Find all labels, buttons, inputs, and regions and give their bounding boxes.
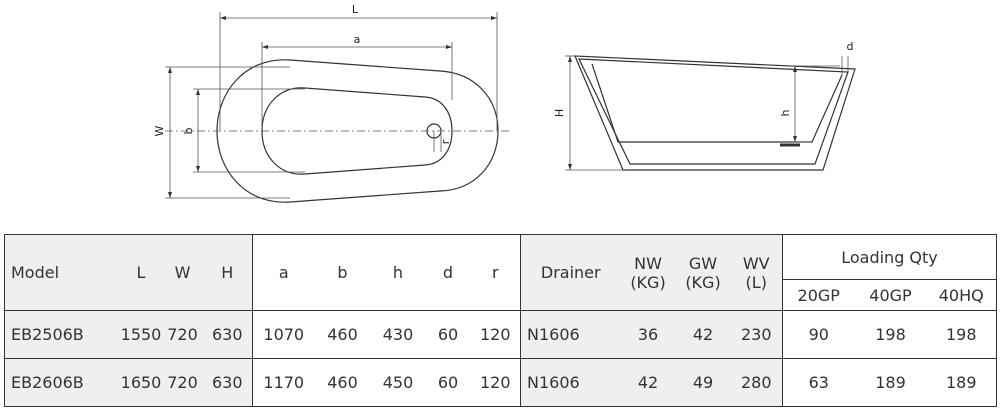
side-view-drawing (574, 55, 856, 171)
header-subrow: 20GP 40GP 40HQ (5, 279, 997, 311)
header-loading-qty: Loading Qty (782, 234, 997, 280)
cell-h: 450 (370, 358, 426, 407)
cell-gw: 49 (675, 358, 731, 407)
header-gw-unit: (KG) (685, 272, 721, 292)
header-wv: WV (L) (730, 234, 783, 311)
cell-nw: 42 (620, 358, 676, 407)
inner-basin-outline (261, 87, 453, 175)
header-drainer: Drainer (520, 234, 621, 311)
header-nw-label: NW (634, 253, 662, 273)
cell-W: 720 (162, 358, 203, 407)
specification-table: Model L W H a b h d r Drainer NW (KG) GW… (4, 234, 997, 407)
header-a: a (252, 234, 315, 311)
dim-label-h: h (779, 109, 792, 116)
cell-d: 60 (425, 358, 471, 407)
header-h: h (370, 234, 426, 311)
cell-h: 430 (370, 310, 426, 359)
cell-a: 1070 (252, 310, 315, 359)
cell-b: 460 (314, 310, 371, 359)
cell-drainer: N1606 (520, 310, 621, 359)
header-b: b (314, 234, 371, 311)
cell-40hq: 189 (926, 358, 997, 407)
cell-20gp: 63 (782, 358, 855, 407)
cell-L: 1650 (119, 358, 163, 407)
table-row: EB2506B 1550 720 630 1070 460 430 60 120… (4, 310, 997, 359)
cell-a: 1170 (252, 358, 315, 407)
dim-label-d: d (847, 40, 854, 53)
cell-L: 1550 (119, 310, 163, 359)
dim-label-r: r (439, 139, 452, 144)
cell-wv: 230 (730, 310, 783, 359)
header-40hq: 40HQ (926, 279, 997, 311)
dim-label-W: W (153, 125, 166, 136)
outer-rim-outline (216, 59, 499, 203)
cell-40hq: 198 (926, 310, 997, 359)
header-wv-unit: (L) (745, 272, 767, 292)
header-H: H (202, 234, 253, 311)
side-view-dimensions (565, 55, 849, 171)
header-row: Model L W H a b h d r Drainer NW (KG) GW… (4, 234, 997, 311)
cell-H: 630 (202, 358, 253, 407)
cell-model: EB2506B (4, 310, 120, 359)
outer-shell-outline (574, 55, 856, 171)
header-r: r (470, 234, 521, 311)
dim-label-a: a (354, 33, 361, 46)
cell-wv: 280 (730, 358, 783, 407)
header-d: d (425, 234, 471, 311)
basin-bottom-line (591, 63, 843, 143)
top-view-arrows (168, 16, 497, 198)
cell-40gp: 189 (854, 358, 927, 407)
cell-40gp: 198 (854, 310, 927, 359)
header-model: Model (4, 234, 120, 311)
header-L: L (119, 234, 163, 311)
cell-model: EB2606B (4, 358, 120, 407)
header-W: W (162, 234, 203, 311)
inner-shell-outline (578, 58, 849, 165)
cell-drainer: N1606 (520, 358, 621, 407)
dim-label-H: H (553, 109, 566, 117)
dim-label-L: L (352, 3, 359, 16)
header-gw: GW (KG) (675, 234, 731, 311)
header-nw: NW (KG) (620, 234, 676, 311)
header-20gp: 20GP (782, 279, 855, 311)
cell-gw: 42 (675, 310, 731, 359)
cell-b: 460 (314, 358, 371, 407)
cell-r: 120 (470, 358, 521, 407)
top-view-dimensions (165, 12, 510, 199)
side-view-arrows (568, 56, 797, 170)
cell-H: 630 (202, 310, 253, 359)
cell-W: 720 (162, 310, 203, 359)
technical-drawings: L a W b r H h d (153, 3, 856, 203)
header-40gp: 40GP (854, 279, 927, 311)
header-wv-label: WV (742, 253, 770, 273)
table-row: EB2606B 1650 720 630 1170 460 450 60 120… (4, 358, 997, 407)
cell-r: 120 (470, 310, 521, 359)
cell-nw: 36 (620, 310, 676, 359)
cell-20gp: 90 (782, 310, 855, 359)
header-nw-unit: (KG) (630, 272, 666, 292)
header-gw-label: GW (688, 253, 718, 273)
dim-label-b: b (182, 127, 195, 134)
cell-d: 60 (425, 310, 471, 359)
